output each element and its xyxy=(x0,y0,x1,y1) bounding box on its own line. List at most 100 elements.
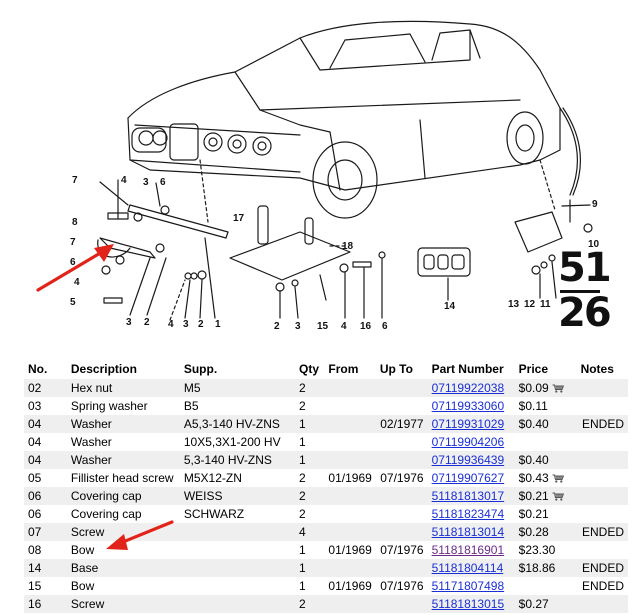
row-up-to: 02/1977 xyxy=(380,417,424,431)
row-up-to: 07/1976 xyxy=(380,471,424,485)
parts-table: No. Description Supp. Qty From Up To Par… xyxy=(24,359,628,613)
row-description: Hex nut xyxy=(70,381,113,395)
callout-label: 5 xyxy=(70,297,76,308)
car-illustration xyxy=(127,20,581,223)
row-from xyxy=(324,415,375,433)
row-from: 01/1969 xyxy=(328,543,372,557)
row-no: 16 xyxy=(28,597,42,611)
price-value: $23.30 xyxy=(518,543,556,557)
exploded-view-drawing xyxy=(97,20,593,321)
cart-icon[interactable] xyxy=(552,474,564,483)
row-notes: ENDED xyxy=(581,561,624,575)
callout-label: 3 xyxy=(183,319,189,330)
part-number-link[interactable]: 51181813017 xyxy=(431,489,505,503)
row-price: $0.43 xyxy=(515,469,577,487)
row-price: $0.28 xyxy=(515,523,577,541)
row-part-number: 51181816901 xyxy=(428,541,515,559)
price-value: $0.11 xyxy=(518,399,548,413)
part-number-link[interactable]: 07119922038 xyxy=(431,381,505,395)
row-notes xyxy=(577,595,628,613)
callout-label: 4 xyxy=(74,277,80,288)
gasket-part xyxy=(417,247,471,301)
row-up-to xyxy=(376,433,428,451)
header-from: From xyxy=(328,362,359,376)
row-price: $23.30 xyxy=(515,541,577,559)
price-value: $0.40 xyxy=(518,453,549,467)
row-notes xyxy=(577,505,628,523)
callout-label: 4 xyxy=(121,175,127,186)
part-number-link[interactable]: 07119933060 xyxy=(431,399,505,413)
price-value: $0.09 xyxy=(518,381,549,395)
price-value: $0.43 xyxy=(518,471,549,485)
row-up-to xyxy=(376,595,428,613)
row-up-to xyxy=(376,397,428,415)
trim-bow-parts xyxy=(97,179,229,321)
row-from xyxy=(324,505,375,523)
row-no: 15 xyxy=(28,579,42,593)
part-number-link[interactable]: 51181816901 xyxy=(431,543,505,557)
cart-icon[interactable] xyxy=(552,492,564,501)
callout-label: 4 xyxy=(341,321,347,332)
callout-label: 17 xyxy=(233,213,245,224)
part-number-link[interactable]: 51171807498 xyxy=(431,579,505,593)
row-from: 01/1969 xyxy=(328,471,372,485)
row-notes xyxy=(577,451,628,469)
row-notes xyxy=(577,379,628,397)
row-description: Spring washer xyxy=(70,399,148,413)
row-qty: 2 xyxy=(299,597,306,611)
row-part-number: 51181813014 xyxy=(428,523,515,541)
callout-label: 7 xyxy=(70,237,76,248)
row-part-number: 51181823474 xyxy=(428,505,515,523)
header-notes: Notes xyxy=(580,362,614,376)
part-number-link[interactable]: 07119936439 xyxy=(431,453,505,467)
part-number-link[interactable]: 51181823474 xyxy=(431,507,505,521)
part-number-link[interactable]: 51181804114 xyxy=(431,561,504,575)
row-description: Washer xyxy=(70,435,112,449)
row-no: 06 xyxy=(28,489,42,503)
part-number-link[interactable]: 07119904206 xyxy=(431,435,505,449)
callout-label: 6 xyxy=(160,177,166,188)
row-notes xyxy=(577,433,628,451)
part-number-link[interactable]: 51181813014 xyxy=(431,525,505,539)
part-number-link[interactable]: 07119931029 xyxy=(431,417,505,431)
callout-label: 1 xyxy=(215,319,221,330)
header-supp: Supp. xyxy=(183,362,218,376)
row-price: $0.40 xyxy=(515,415,577,433)
row-supp: A5,3-140 HV-ZNS xyxy=(183,417,280,431)
row-qty: 1 xyxy=(299,543,306,557)
callout-label: 9 xyxy=(592,199,598,210)
row-supp: B5 xyxy=(183,399,199,413)
row-part-number: 07119933060 xyxy=(428,397,515,415)
part-number-link[interactable]: 07119907627 xyxy=(431,471,505,485)
callout-label: 12 xyxy=(524,299,536,310)
row-supp: SCHWARZ xyxy=(183,507,245,521)
row-no: 08 xyxy=(28,543,42,557)
row-price: $0.40 xyxy=(515,451,577,469)
row-notes: ENDED xyxy=(581,417,624,431)
row-no: 14 xyxy=(28,561,42,575)
callout-label: 16 xyxy=(360,321,372,332)
row-price: $0.27 xyxy=(515,595,577,613)
row-qty: 2 xyxy=(299,381,306,395)
row-notes xyxy=(577,487,628,505)
price-value: $0.21 xyxy=(518,507,549,521)
row-no: 02 xyxy=(28,381,42,395)
part-number-link[interactable]: 51181813015 xyxy=(431,597,505,611)
row-from xyxy=(324,595,375,613)
row-price: $0.21 xyxy=(515,487,577,505)
header-description: Description xyxy=(70,362,137,376)
price-value: $0.28 xyxy=(518,525,549,539)
callout-label: 3 xyxy=(295,321,301,332)
callout-label: 2 xyxy=(144,317,150,328)
group-code-top: 51 xyxy=(558,245,612,291)
header-up-to: Up To xyxy=(379,362,413,376)
cart-icon[interactable] xyxy=(552,384,564,393)
table-header-row: No. Description Supp. Qty From Up To Par… xyxy=(24,359,628,379)
